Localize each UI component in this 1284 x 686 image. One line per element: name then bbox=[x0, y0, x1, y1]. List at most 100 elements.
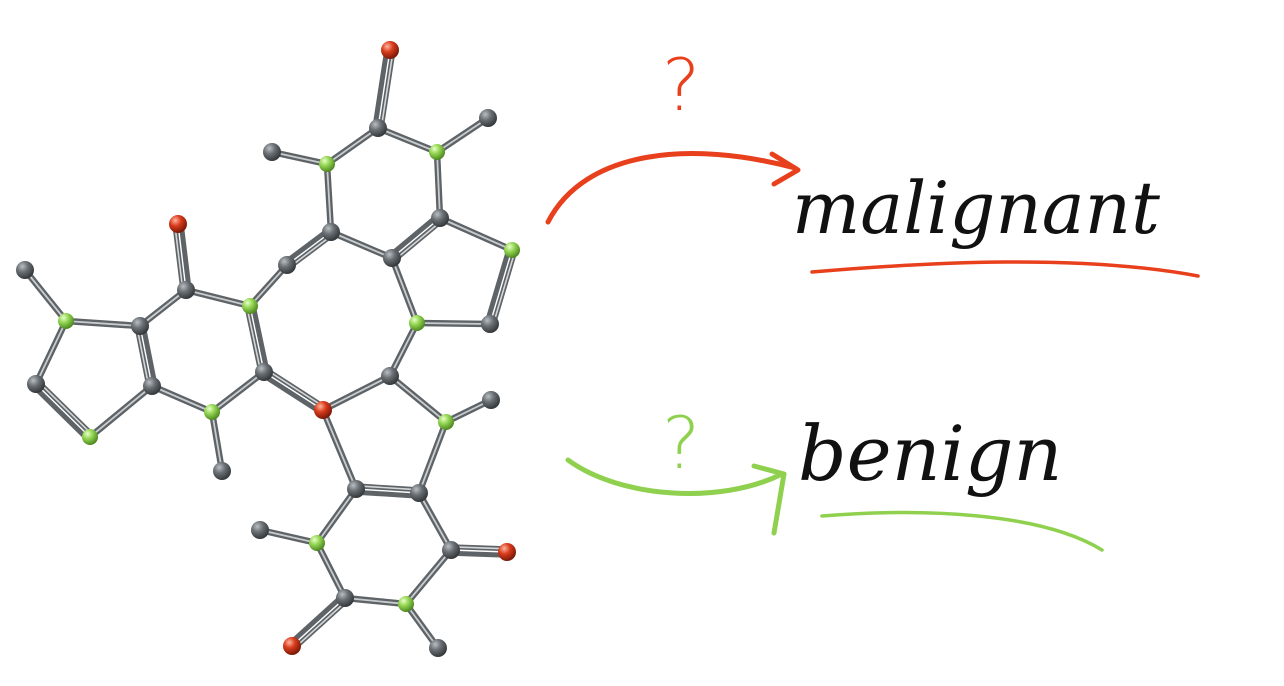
nitrogen-atom bbox=[82, 429, 98, 445]
bond bbox=[136, 325, 150, 388]
bond bbox=[418, 492, 452, 551]
oxygen-atom bbox=[381, 41, 399, 59]
nitrogen-atom bbox=[309, 535, 325, 551]
bond bbox=[387, 213, 441, 259]
bond bbox=[271, 151, 328, 165]
oxygen-atom bbox=[169, 215, 187, 233]
bond bbox=[389, 322, 418, 377]
bond bbox=[344, 597, 407, 605]
carbon-atom bbox=[347, 480, 365, 498]
carbon-atom bbox=[381, 367, 399, 385]
bond bbox=[211, 371, 265, 413]
bond bbox=[211, 411, 223, 472]
carbon-atom bbox=[255, 363, 273, 381]
carbon-atom bbox=[278, 256, 296, 274]
carbon-atom bbox=[177, 281, 195, 299]
bond bbox=[450, 546, 508, 550]
bond bbox=[89, 385, 153, 438]
bond bbox=[31, 383, 91, 442]
bond bbox=[484, 246, 512, 326]
bond bbox=[246, 305, 262, 374]
carbon-atom bbox=[131, 317, 149, 335]
bond bbox=[355, 485, 421, 491]
malignant-underline bbox=[810, 260, 1200, 278]
bond bbox=[405, 549, 452, 605]
carbon-atom bbox=[336, 589, 354, 607]
bond bbox=[418, 421, 447, 494]
oxygen-atom bbox=[283, 637, 301, 655]
oxygen-atom bbox=[498, 543, 516, 561]
bond bbox=[316, 542, 346, 599]
bond bbox=[326, 127, 379, 165]
carbon-atom bbox=[16, 261, 34, 279]
bond bbox=[416, 322, 491, 325]
carbon-atom bbox=[383, 249, 401, 267]
bond bbox=[139, 289, 187, 327]
lower-question-mark: ? bbox=[662, 401, 700, 485]
bond bbox=[322, 409, 357, 490]
bond bbox=[293, 599, 348, 650]
nitrogen-atom bbox=[242, 298, 258, 314]
bond bbox=[250, 302, 270, 374]
malignant-arrow-icon bbox=[545, 151, 801, 225]
carbon-atom bbox=[442, 541, 460, 559]
benign-underline bbox=[820, 510, 1104, 552]
bond bbox=[259, 529, 318, 544]
nitrogen-atom bbox=[58, 313, 74, 329]
oxygen-atom bbox=[314, 401, 332, 419]
bond bbox=[316, 488, 357, 544]
nitrogen-atom bbox=[204, 404, 220, 420]
nitrogen-atom bbox=[319, 156, 335, 172]
carbon-atom bbox=[213, 462, 231, 480]
bond bbox=[35, 320, 67, 385]
bond bbox=[393, 219, 443, 262]
bond bbox=[259, 372, 324, 416]
nitrogen-atom bbox=[398, 596, 414, 612]
bond bbox=[178, 221, 192, 293]
bond bbox=[389, 375, 447, 423]
carbon-atom bbox=[322, 223, 340, 241]
malignant-label: malignant bbox=[792, 166, 1161, 250]
bond bbox=[185, 289, 251, 307]
bond bbox=[448, 550, 510, 558]
carbon-atom bbox=[481, 315, 499, 333]
benign-label: benign bbox=[798, 409, 1062, 498]
nitrogen-atom bbox=[409, 315, 425, 331]
bond bbox=[151, 385, 213, 413]
carbon-atom bbox=[431, 209, 449, 227]
carbon-atom bbox=[27, 375, 45, 393]
bond bbox=[405, 603, 439, 649]
molecule-structure-icon bbox=[16, 41, 520, 657]
bond bbox=[24, 269, 67, 322]
bond bbox=[353, 489, 422, 499]
bond bbox=[264, 368, 326, 409]
bond bbox=[140, 322, 158, 388]
bond bbox=[380, 49, 394, 130]
carbon-atom bbox=[263, 143, 281, 161]
nitrogen-atom bbox=[429, 144, 445, 160]
bond bbox=[288, 233, 334, 269]
bond bbox=[492, 250, 516, 326]
bond bbox=[436, 117, 489, 153]
carbon-atom bbox=[482, 391, 500, 409]
bond bbox=[326, 163, 332, 233]
bond bbox=[436, 151, 441, 219]
nitrogen-atom bbox=[504, 242, 520, 258]
bond bbox=[65, 320, 141, 327]
bond bbox=[391, 257, 418, 324]
bond bbox=[37, 380, 94, 436]
bond bbox=[249, 264, 288, 307]
bond bbox=[282, 226, 332, 265]
upper-question-mark: ? bbox=[662, 43, 700, 127]
bond bbox=[287, 593, 346, 647]
carbon-atom bbox=[251, 521, 269, 539]
carbon-atom bbox=[429, 639, 447, 657]
bond bbox=[439, 217, 513, 251]
bond bbox=[322, 375, 391, 411]
benign-arrow-icon bbox=[565, 457, 787, 536]
bond bbox=[330, 231, 393, 259]
carbon-atom bbox=[143, 377, 161, 395]
carbon-atom bbox=[369, 119, 387, 137]
bond bbox=[377, 127, 438, 153]
